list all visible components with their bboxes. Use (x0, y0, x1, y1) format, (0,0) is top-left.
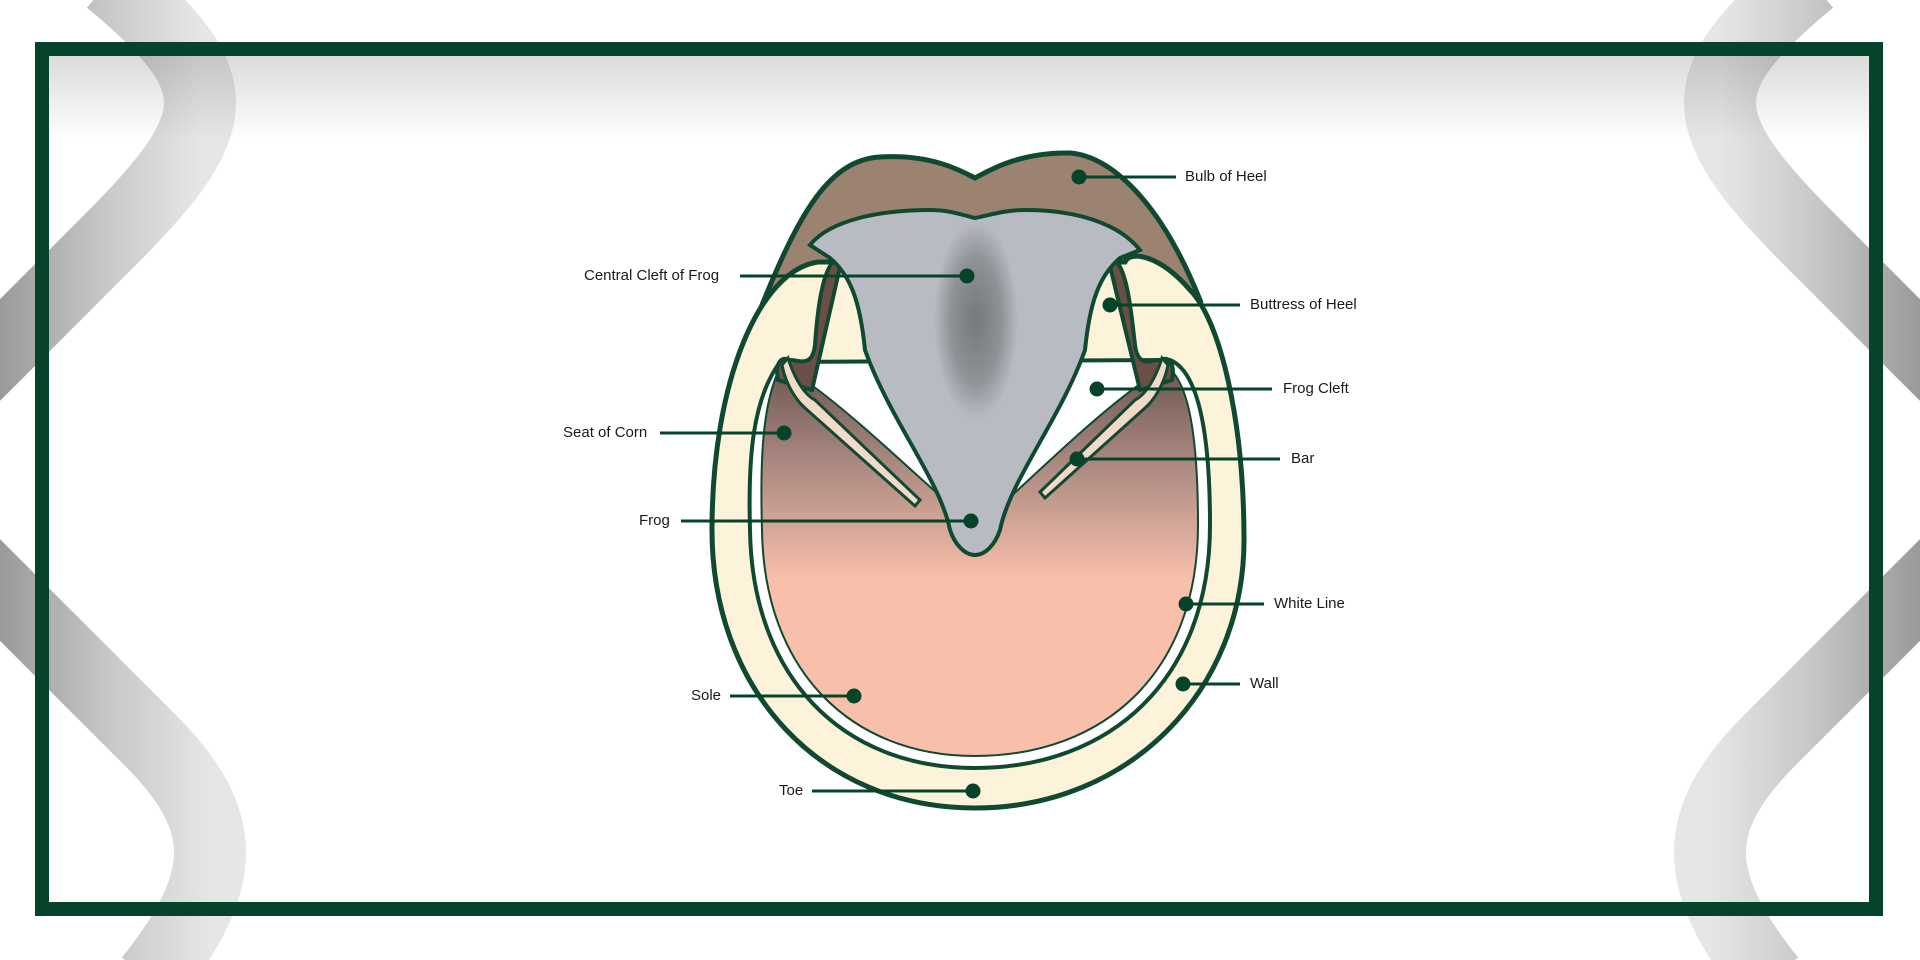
label-frog-cleft: Frog Cleft (1283, 380, 1349, 397)
dot-toe (965, 783, 981, 799)
dot-seat-of-corn (776, 425, 792, 441)
left-buttress-shape (775, 256, 845, 393)
dot-central-cleft (959, 268, 975, 284)
label-seat-of-corn: Seat of Corn (563, 424, 648, 441)
right-buttress-shape (1105, 256, 1175, 393)
label-toe: Toe (779, 782, 804, 799)
dot-frog-cleft (1089, 381, 1105, 397)
label-frog: Frog (639, 512, 670, 529)
central-cleft-shape (934, 220, 1018, 420)
dot-white-line (1178, 596, 1194, 612)
dot-bulb-of-heel (1071, 169, 1087, 185)
dot-frog (963, 513, 979, 529)
label-white-line: White Line (1274, 595, 1345, 612)
dot-buttress-of-heel (1102, 297, 1118, 313)
leader-lines (660, 169, 1280, 799)
label-bulb-of-heel: Bulb of Heel (1185, 168, 1267, 185)
dot-sole (846, 688, 862, 704)
right-ribbons (1674, 0, 1920, 960)
label-central-cleft-of-frog: Central Cleft of Frog (584, 267, 720, 284)
label-sole: Sole (691, 687, 722, 704)
dot-bar (1069, 451, 1085, 467)
dot-wall (1175, 676, 1191, 692)
label-wall: Wall (1250, 675, 1279, 692)
label-buttress-of-heel: Buttress of Heel (1250, 296, 1357, 313)
left-ribbons (0, 0, 246, 960)
label-bar: Bar (1291, 450, 1315, 467)
left-bar-shape (780, 354, 923, 509)
